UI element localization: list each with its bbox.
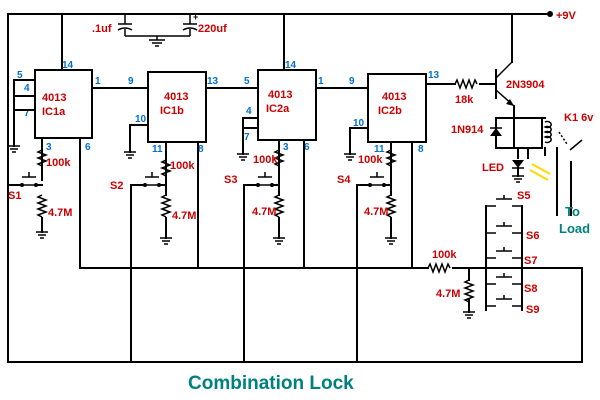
r6b-label: 4.7M	[436, 288, 460, 300]
ic1b-pin-qbar: 8	[198, 144, 204, 155]
resistor-r6	[427, 261, 451, 275]
switch-s8-label: S8	[524, 283, 537, 295]
ic1a-pin-q: 1	[95, 76, 101, 87]
transistor-label: 2N3904	[506, 79, 545, 91]
r3b-label: 4.7M	[252, 206, 276, 218]
ic2a-pin-set: 5	[244, 76, 250, 87]
r2-label: 100k	[170, 160, 195, 172]
led-icon	[512, 147, 524, 177]
relay-coil-icon	[543, 120, 552, 144]
capacitor-c2: +	[182, 12, 198, 36]
vdd-terminal	[547, 11, 553, 17]
diode-icon	[490, 117, 502, 149]
switch-s5[interactable]	[486, 195, 522, 207]
switch-s6-label: S6	[526, 230, 539, 242]
ic2a-pin-data: 4	[246, 106, 252, 117]
svg-text:+: +	[193, 12, 198, 22]
r6-label: 100k	[432, 249, 457, 261]
ic1b-pin-d: 9	[128, 76, 134, 87]
ic1a-pin-data: 4	[24, 83, 30, 94]
switch-s4-label: S4	[337, 174, 351, 186]
capacitor-c1	[117, 14, 190, 37]
capacitor-c2-label: 220uf	[198, 23, 227, 35]
ic1b-pin-q: 13	[207, 76, 219, 87]
ic2b-pin-qbar: 8	[418, 144, 424, 155]
ic1a-pin-set: 5	[17, 70, 23, 81]
transistor-icon	[495, 61, 515, 107]
ic2a-pin-clk: 3	[283, 142, 289, 153]
ic2a-pin-vdd: 14	[285, 60, 297, 71]
ic1b-type: 4013	[164, 91, 188, 103]
ic2b-name: IC2b	[378, 105, 402, 117]
switch-s1-label: S1	[8, 190, 21, 202]
switch-s6[interactable]	[486, 222, 522, 234]
load-label-1: To	[565, 204, 580, 219]
ic1a-pin-reset: 7	[24, 108, 30, 119]
supply-label: +9V	[556, 10, 577, 22]
ic1b-pin-r: 10	[135, 114, 147, 125]
ic1b-name: IC1b	[160, 105, 184, 117]
ic1a-pin-vdd: 14	[62, 60, 74, 71]
ic1a-pin-clk: 3	[46, 142, 52, 153]
resistor-r5	[454, 77, 478, 91]
ic1a-name: IC1a	[42, 106, 66, 118]
r2b-label: 4.7M	[172, 210, 196, 222]
switch-s3-label: S3	[224, 174, 237, 186]
ic2a-name: IC2a	[266, 103, 290, 115]
r5-label: 18k	[455, 94, 474, 106]
capacitor-c1-label: .1uf	[92, 23, 112, 35]
ic1a-block	[34, 69, 93, 139]
switch-s2-label: S2	[110, 180, 123, 192]
page-title: Combination Lock	[188, 373, 354, 394]
led-label: LED	[482, 162, 504, 174]
switch-s8[interactable]	[486, 273, 522, 285]
ic2a-pin-reset: 7	[244, 132, 250, 143]
switch-s9-label: S9	[526, 304, 539, 316]
ic2b-block	[367, 73, 427, 143]
r4-label: 100k	[358, 154, 383, 166]
relay-block	[513, 117, 543, 149]
ic2a-type: 4013	[268, 89, 292, 101]
ic1b-pin-clk: 11	[152, 144, 163, 155]
r3-label: 100k	[253, 154, 278, 166]
relay-label: K1 6v	[564, 112, 594, 124]
ic2a-block	[257, 69, 317, 141]
load-label-2: Load	[559, 221, 590, 236]
switch-s7[interactable]	[486, 247, 522, 259]
ic2a-pin-qbar: 6	[304, 142, 310, 153]
switch-s9[interactable]	[486, 295, 522, 307]
ic1b-block	[147, 71, 207, 143]
ic2a-pin-q: 1	[318, 76, 324, 87]
switch-s5-label: S5	[517, 190, 530, 202]
ic2b-pin-d: 9	[349, 76, 355, 87]
ic2b-pin-clk: 11	[374, 144, 385, 155]
ground-icon	[149, 36, 165, 47]
r1b-label: 4.7M	[48, 207, 72, 219]
diode-label: 1N914	[451, 124, 484, 136]
ic2b-pin-r: 10	[353, 118, 365, 129]
ic1a-pin-qbar: 6	[85, 142, 91, 153]
r1-label: 100k	[46, 157, 71, 169]
switch-s7-label: S7	[524, 255, 537, 267]
ic2b-pin-q: 13	[428, 70, 440, 81]
ic2b-type: 4013	[382, 91, 406, 103]
r4b-label: 4.7M	[364, 206, 388, 218]
ic1a-type: 4013	[42, 92, 66, 104]
